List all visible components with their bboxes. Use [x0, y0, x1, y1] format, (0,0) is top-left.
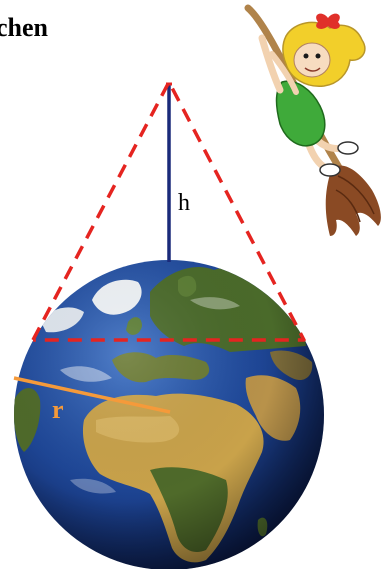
- witch-girl-on-broom: [244, 4, 381, 236]
- radius-label: r: [52, 395, 64, 424]
- radius-line: [13, 376, 171, 414]
- cone-outline: [31, 80, 306, 342]
- broom-bristles: [325, 165, 381, 236]
- character-shirt: [275, 80, 326, 147]
- earth-globe: [14, 260, 324, 569]
- character-bow: [316, 13, 340, 29]
- globe-shading: [14, 260, 324, 569]
- title-text: chen: [0, 13, 49, 42]
- character-face: [293, 42, 331, 78]
- height-label: h: [178, 190, 190, 216]
